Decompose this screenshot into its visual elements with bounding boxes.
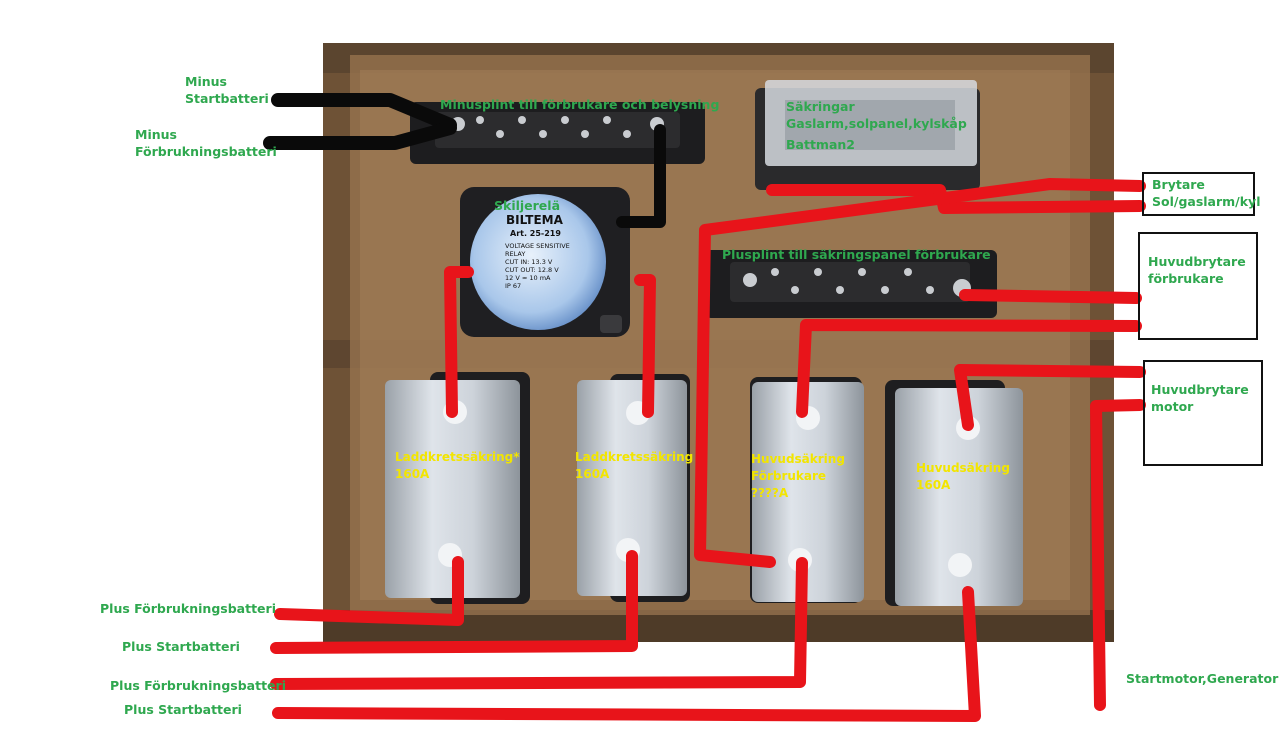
wire-plus-forbr-1 <box>274 556 464 626</box>
plus-busbar <box>705 250 997 318</box>
relay-line: 12 V ≈ 10 mA <box>505 274 551 282</box>
wire-fuse3-switch <box>796 319 1142 418</box>
label-plus-forbr-2: Plus Förbrukningsbatteri <box>110 678 286 693</box>
wire-plus-start-1 <box>270 550 638 654</box>
label-fuse1: Laddkretssäkring* 160A <box>395 450 520 481</box>
relay-line: IP 67 <box>505 282 521 290</box>
label-skiljerela: Skiljerelä <box>494 198 561 213</box>
wire-plusbar-switch <box>959 289 1142 304</box>
label-fuse2: Laddkretssäkring 160A <box>575 450 694 481</box>
wire-motor-generator <box>1090 399 1146 711</box>
relay-art: Art. 25-219 <box>510 229 561 238</box>
relay <box>460 187 630 337</box>
wire-fuse4-motor <box>954 364 1146 431</box>
label-plus-forbr-1: Plus Förbrukningsbatteri <box>100 601 276 616</box>
label-plus-start-1: Plus Startbatteri <box>122 639 240 654</box>
label-minus-start: Minus Startbatteri <box>185 74 269 106</box>
label-minus-forbr: Minus Förbrukningsbatteri <box>135 127 277 159</box>
wire-relay-minus <box>616 124 666 228</box>
label-fuse4: Huvudsäkring 160A <box>916 461 1010 492</box>
red-wires <box>270 178 1146 722</box>
relay-label: BILTEMA Art. 25-219 VOLTAGE SENSITIVE RE… <box>505 213 570 290</box>
relay-line: CUT OUT: 12.8 V <box>505 266 559 274</box>
label-fuse3: Huvudsäkring Förbrukare ????A <box>751 452 845 500</box>
relay-line: RELAY <box>505 250 525 258</box>
relay-line: CUT IN: 13.3 V <box>505 258 553 266</box>
label-minusplint: Minusplint till förbrukare och belysning <box>440 97 720 112</box>
huvudbrytare-motor-box <box>1143 360 1263 466</box>
fuse-holder-3 <box>750 377 864 603</box>
huvudbrytare-forbr-box <box>1138 232 1258 340</box>
fuse-holder-1 <box>385 372 530 604</box>
label-plusplint: Plusplint till säkringspanel förbrukare <box>722 247 991 262</box>
fuse-holder-4 <box>885 380 1023 606</box>
relay-brand: BILTEMA <box>506 213 564 227</box>
fuse-box <box>755 80 980 190</box>
wire-minus-forbr <box>263 121 457 150</box>
wire-minus-start <box>271 93 457 132</box>
label-huvudbrytare-forbr: Huvudbrytare förbrukare <box>1148 254 1246 286</box>
black-wires <box>263 93 666 228</box>
wire-relay-fuse1 <box>444 266 474 418</box>
label-huvudbrytare-motor: Huvudbrytare motor <box>1151 382 1249 414</box>
wire-relay-fuse2 <box>634 274 656 418</box>
wire-brytare-loop <box>694 178 1146 568</box>
label-plus-start-2: Plus Startbatteri <box>124 702 242 717</box>
wire-plus-forbr-2 <box>270 557 808 690</box>
wire-plus-start-2 <box>272 586 981 722</box>
brytare-sol-box <box>1142 172 1255 216</box>
label-startmotor: Startmotor,Generator <box>1126 671 1279 686</box>
label-sakringar: Säkringar Gaslarm,solpanel,kylskåp Battm… <box>786 99 967 152</box>
label-brytare-sol: Brytare Sol/gaslarm/kyl <box>1152 177 1261 209</box>
fuse-holder-2 <box>577 374 690 602</box>
relay-line: VOLTAGE SENSITIVE <box>505 242 570 250</box>
